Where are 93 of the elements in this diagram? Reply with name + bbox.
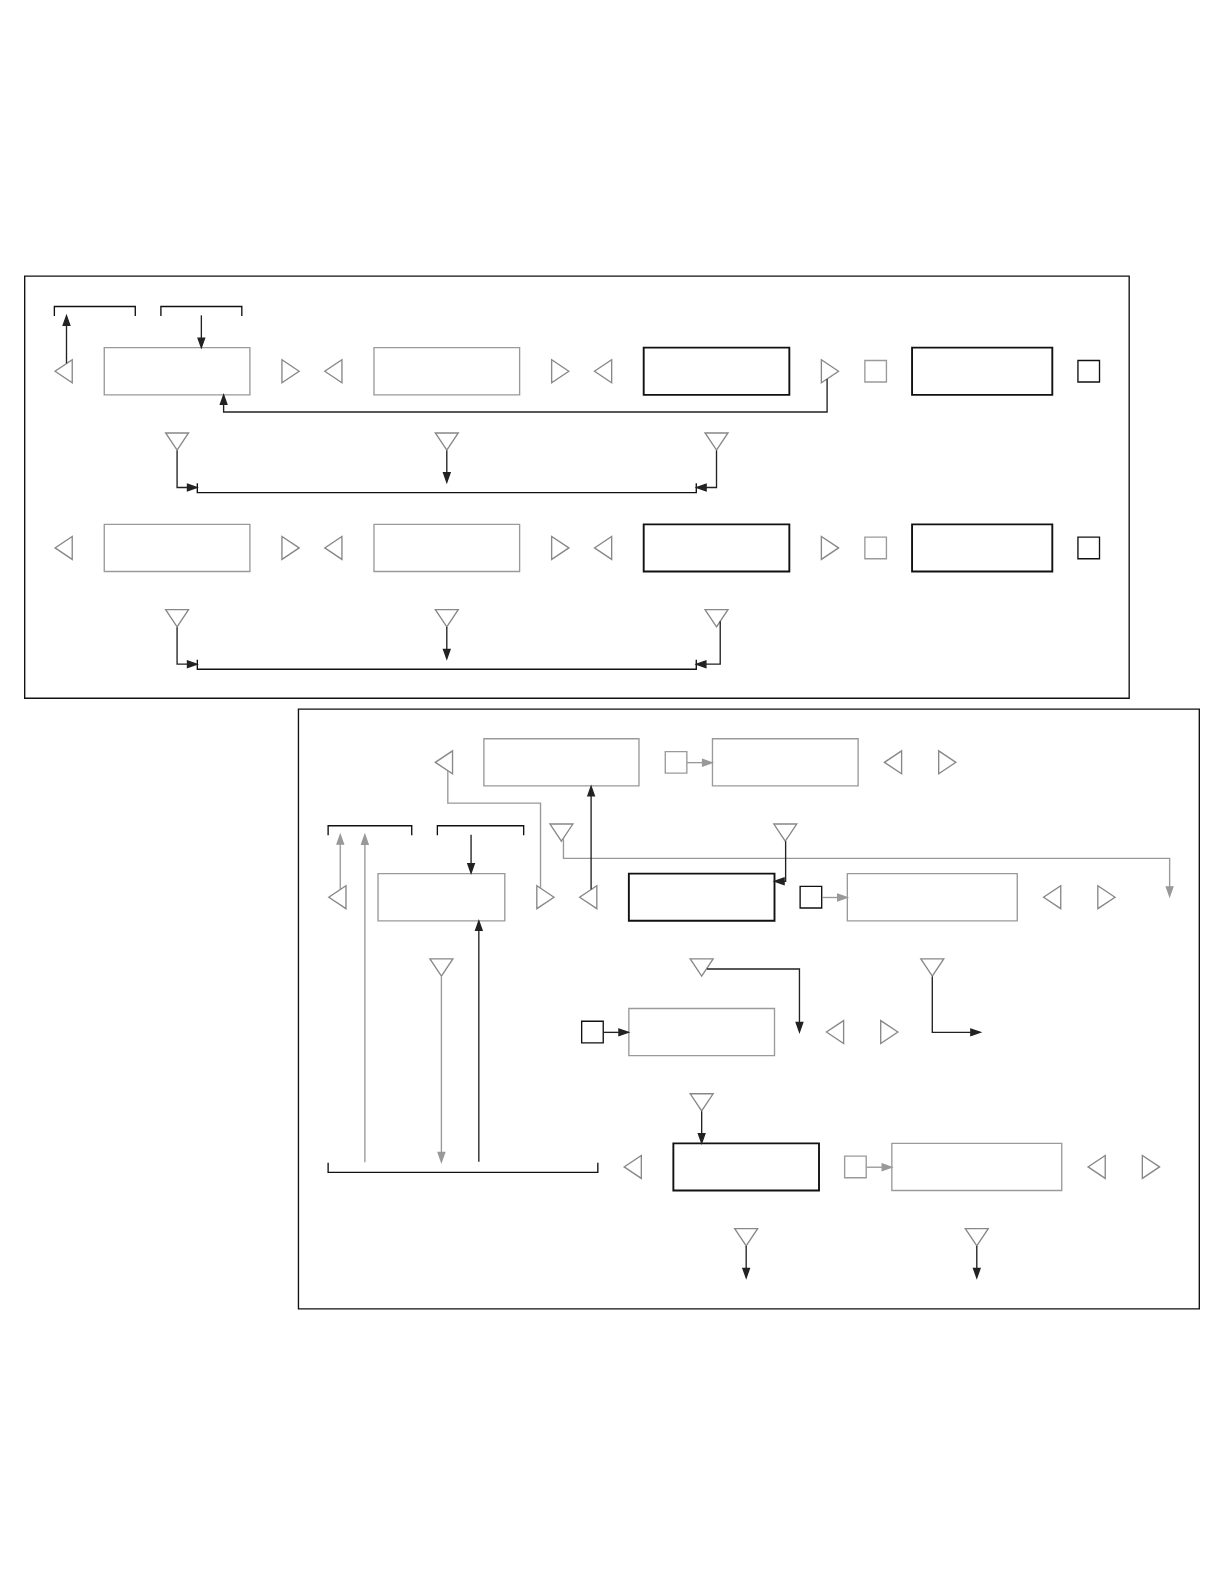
node-box	[581, 1020, 604, 1044]
arrow	[62, 313, 71, 364]
arrow	[219, 377, 828, 413]
node-triangle	[1042, 883, 1062, 910]
node-bracket	[196, 482, 697, 493]
node-box	[377, 872, 506, 921]
node-box	[103, 346, 251, 396]
node-box	[891, 1142, 1063, 1191]
node-triangle	[733, 1227, 759, 1247]
node-triangle	[688, 957, 715, 977]
arrow	[336, 832, 345, 890]
node-triangle	[1086, 1153, 1106, 1180]
node-box	[642, 522, 791, 572]
arrow	[474, 918, 484, 1162]
arrow	[706, 967, 804, 1034]
node-box	[911, 522, 1054, 572]
arrow	[176, 626, 199, 668]
node-box	[1077, 535, 1101, 559]
node-triangle	[964, 1227, 990, 1247]
node-box	[483, 737, 640, 787]
node-bracket	[196, 658, 697, 670]
arrow	[586, 783, 596, 890]
node-triangle	[281, 534, 301, 561]
node-box	[846, 872, 1018, 921]
arrow	[442, 449, 452, 484]
node-triangle	[434, 608, 460, 628]
node-box	[711, 737, 859, 787]
node-triangle	[434, 431, 460, 451]
node-triangle	[820, 358, 840, 384]
arrow	[694, 449, 718, 492]
node-box	[373, 346, 521, 396]
node-triangle	[281, 358, 301, 384]
node-box	[664, 750, 688, 774]
node-box	[799, 885, 823, 909]
node-triangle	[53, 358, 73, 384]
cluster	[297, 707, 1200, 1309]
node-bracket	[160, 305, 243, 317]
arrow	[694, 620, 721, 668]
node-triangle	[703, 608, 730, 628]
node-triangle	[323, 534, 343, 561]
node-triangle	[164, 431, 190, 451]
connector	[447, 769, 542, 889]
arrow	[972, 1244, 982, 1280]
node-box	[864, 535, 888, 559]
node-triangle	[622, 1153, 642, 1180]
node-triangle	[772, 822, 799, 842]
node-triangle	[820, 534, 840, 561]
arrow	[697, 1110, 706, 1145]
node-triangle	[1097, 883, 1117, 910]
node-box	[627, 872, 776, 922]
node-box	[103, 523, 251, 572]
arrow	[442, 625, 452, 661]
node-bracket	[327, 824, 413, 836]
node-triangle	[536, 883, 556, 910]
node-triangle	[550, 358, 571, 384]
arrow	[176, 449, 199, 492]
arrow	[931, 975, 983, 1037]
node-triangle	[938, 749, 958, 775]
node-triangle	[434, 749, 454, 775]
node-box	[911, 346, 1054, 396]
node-bracket	[53, 305, 136, 317]
node-triangle	[53, 534, 73, 561]
arrow	[772, 840, 787, 886]
node-triangle	[578, 883, 598, 910]
arrow	[741, 1244, 751, 1280]
node-triangle	[327, 883, 347, 910]
node-triangle	[323, 358, 343, 384]
node-triangle	[1141, 1153, 1161, 1180]
arrow	[360, 832, 370, 1163]
node-box	[373, 523, 521, 572]
node-box	[1077, 359, 1101, 383]
node-bracket	[327, 1161, 599, 1173]
node-triangle	[919, 957, 945, 977]
node-triangle	[883, 749, 903, 775]
node-triangle	[548, 822, 575, 842]
arrow	[466, 833, 476, 875]
node-triangle	[688, 1092, 715, 1112]
node-box	[843, 1154, 867, 1178]
node-bracket	[436, 824, 525, 836]
node-triangle	[703, 431, 730, 451]
node-triangle	[550, 534, 571, 561]
node-triangle	[880, 1018, 900, 1045]
node-triangle	[593, 534, 613, 561]
node-triangle	[593, 358, 613, 384]
node-box	[672, 1141, 820, 1191]
node-box	[642, 346, 791, 396]
node-triangle	[428, 957, 455, 977]
node-box	[628, 1007, 776, 1056]
node-triangle	[825, 1018, 845, 1045]
arrow	[437, 975, 446, 1164]
node-triangle	[164, 608, 190, 628]
node-box	[864, 359, 888, 383]
arrow	[197, 314, 206, 350]
